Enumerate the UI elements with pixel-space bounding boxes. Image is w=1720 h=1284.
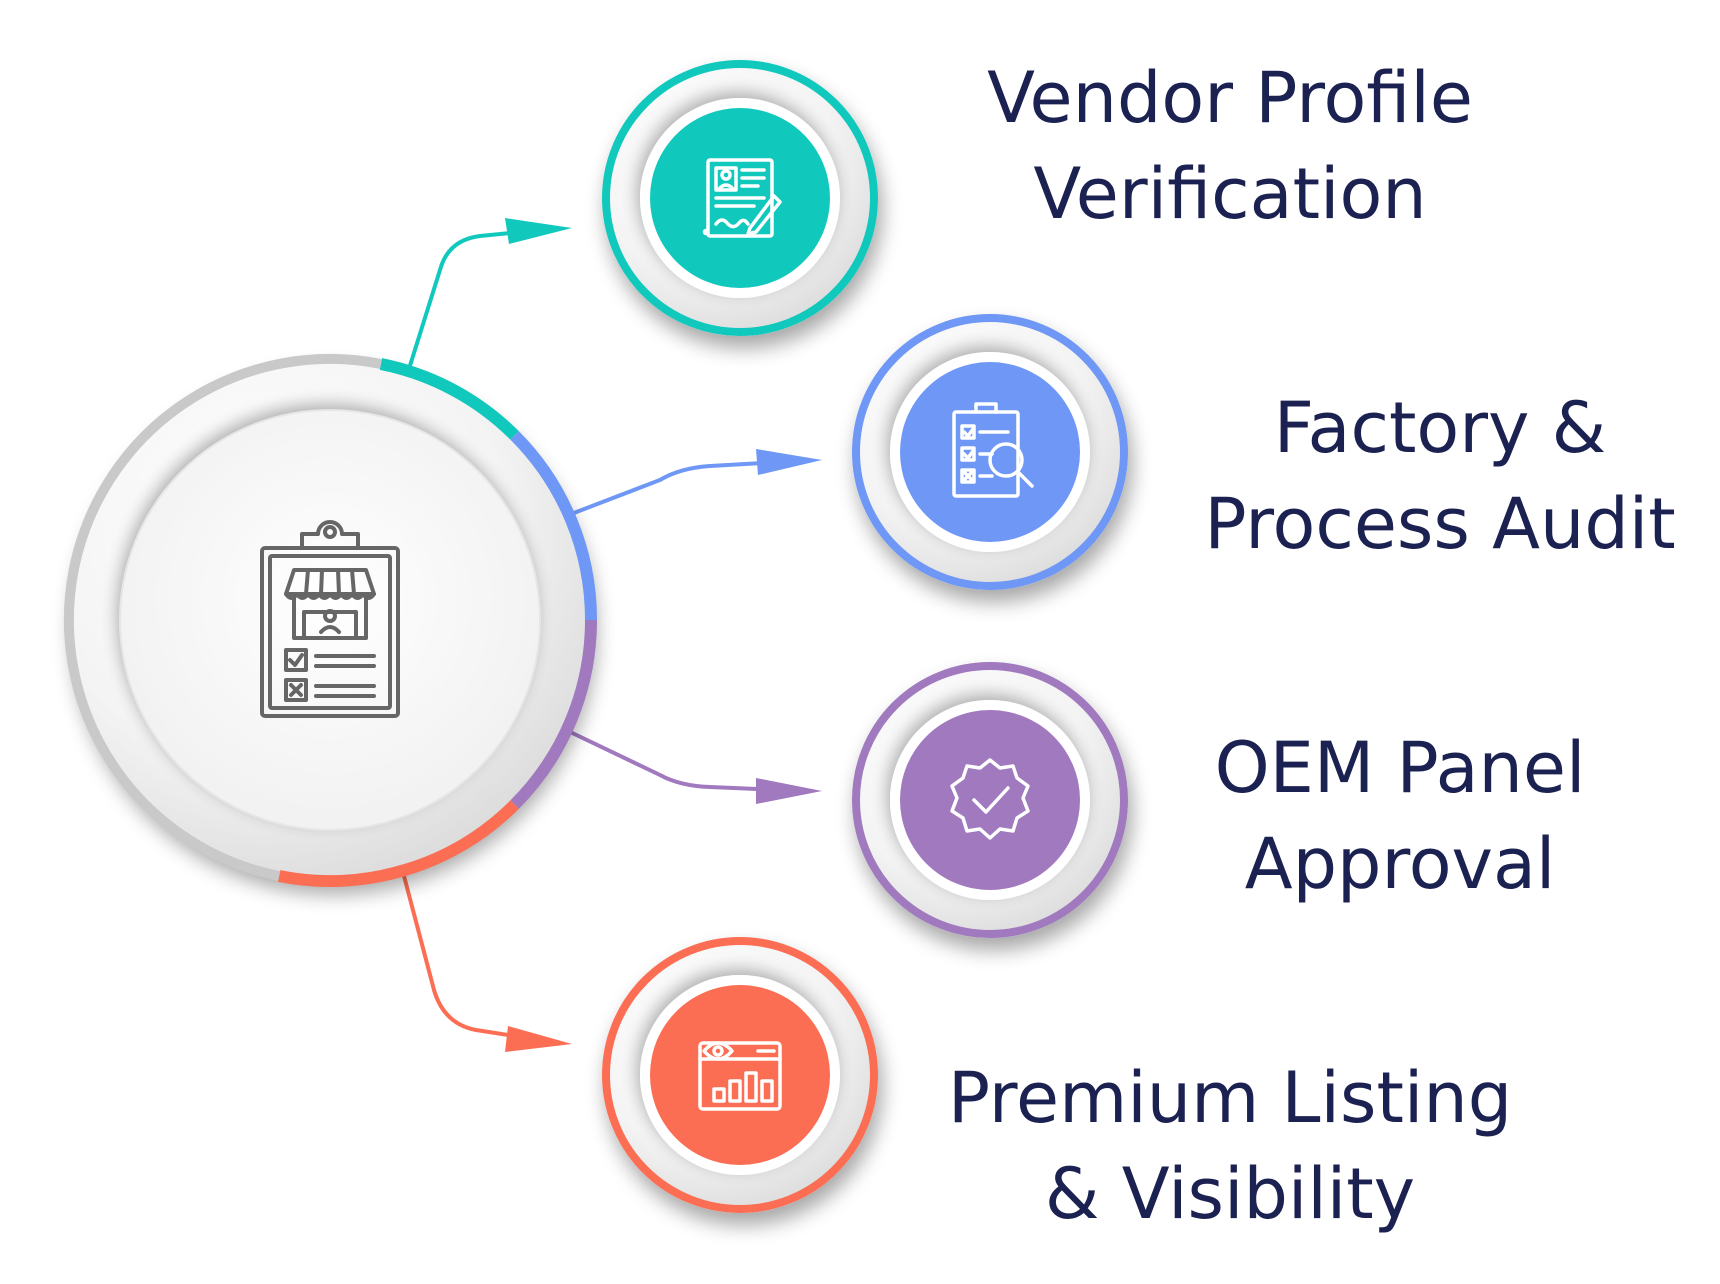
satellite-vendor-profile <box>602 60 878 336</box>
hub-arc-orange <box>277 800 519 888</box>
label-factory-audit-line1: Factory & <box>1273 387 1607 469</box>
hub-arc-blue <box>510 431 597 621</box>
label-factory-audit: Factory & Process Audit <box>1160 380 1720 572</box>
arrowhead-oem-panel <box>756 778 822 804</box>
label-premium-listing-line2: & Visibility <box>1044 1153 1416 1235</box>
satellite-factory-audit <box>852 314 1128 590</box>
connector-factory-audit <box>565 460 781 518</box>
satellite-oem-panel <box>852 662 1128 938</box>
connector-premium-listing <box>402 875 541 1042</box>
label-vendor-profile-line2: Verification <box>1033 153 1427 235</box>
connectors <box>402 218 822 1052</box>
label-oem-panel: OEM Panel Approval <box>1120 720 1680 912</box>
checklist-magnifier-icon <box>952 402 1034 498</box>
satellite-color-disc <box>900 710 1080 890</box>
connector-vendor-profile <box>406 228 541 373</box>
satellite-color-disc <box>650 985 830 1165</box>
arrowhead-vendor-profile <box>505 218 572 244</box>
hub-arc-gray <box>64 354 382 881</box>
satellite-ring-outline <box>602 937 878 1213</box>
satellite-ring-outline <box>602 60 878 336</box>
profile-document-signature-icon <box>702 158 782 238</box>
badge-checkmark-icon <box>950 758 1030 840</box>
satellite-ring-outline <box>852 314 1128 590</box>
hub-inner-edge <box>119 409 541 831</box>
connector-oem-panel <box>565 728 781 792</box>
eye-analytics-window-icon <box>698 1041 782 1111</box>
label-premium-listing-line1: Premium Listing <box>947 1057 1513 1139</box>
clipboard-storefront-icon <box>260 520 400 718</box>
label-premium-listing: Premium Listing & Visibility <box>900 1050 1560 1242</box>
arrowhead-premium-listing <box>505 1026 572 1052</box>
satellite-premium-listing <box>602 937 878 1213</box>
central-hub <box>64 354 597 888</box>
label-vendor-profile-line1: Vendor Profile <box>987 57 1473 139</box>
label-vendor-profile: Vendor Profile Verification <box>900 50 1560 242</box>
label-factory-audit-line2: Process Audit <box>1204 483 1676 565</box>
satellite-ring-outline <box>852 662 1128 938</box>
hub-arc-purple <box>510 619 597 809</box>
arrowhead-factory-audit <box>756 449 822 475</box>
label-oem-panel-line1: OEM Panel <box>1214 727 1586 809</box>
satellite-color-disc <box>900 362 1080 542</box>
hub-arc-teal <box>379 358 519 440</box>
label-oem-panel-line2: Approval <box>1244 823 1556 905</box>
